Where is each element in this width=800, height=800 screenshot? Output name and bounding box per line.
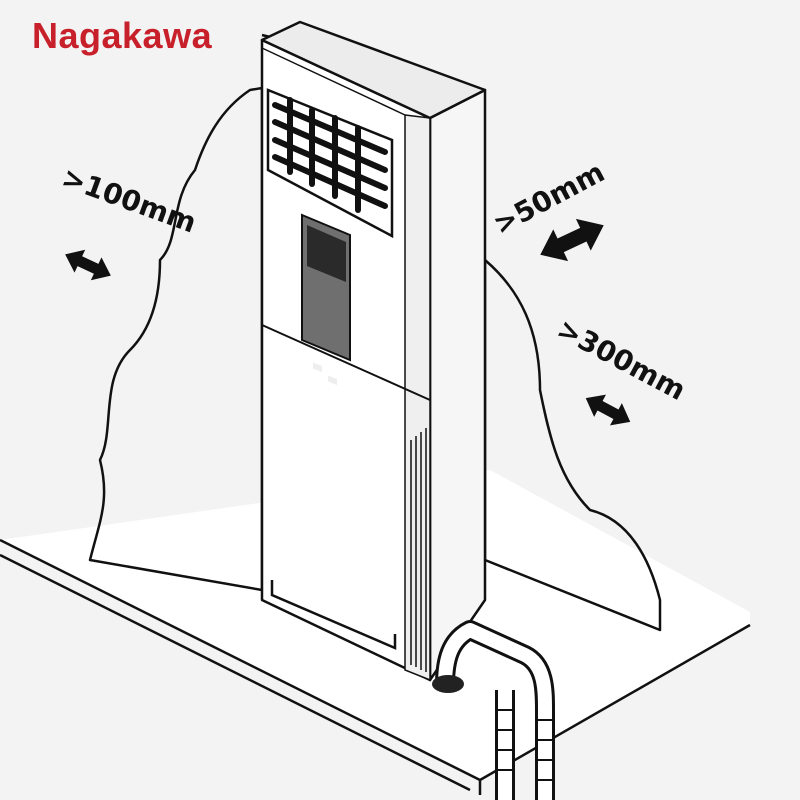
pipe: [432, 620, 555, 800]
ac-unit: [260, 20, 487, 682]
clearance-left-label: >100mm: [58, 161, 201, 240]
clearance-right-label: >300mm: [552, 312, 691, 407]
double-arrow-icon: [579, 387, 637, 433]
left-wall: [88, 86, 264, 592]
side-vent: [410, 428, 427, 672]
right-wall: [483, 258, 662, 632]
double-arrow-icon: [59, 242, 117, 288]
control-panel: [301, 213, 351, 386]
brand-logo: Nagakawa: [32, 15, 213, 56]
air-outlet-grille: [266, 88, 394, 239]
